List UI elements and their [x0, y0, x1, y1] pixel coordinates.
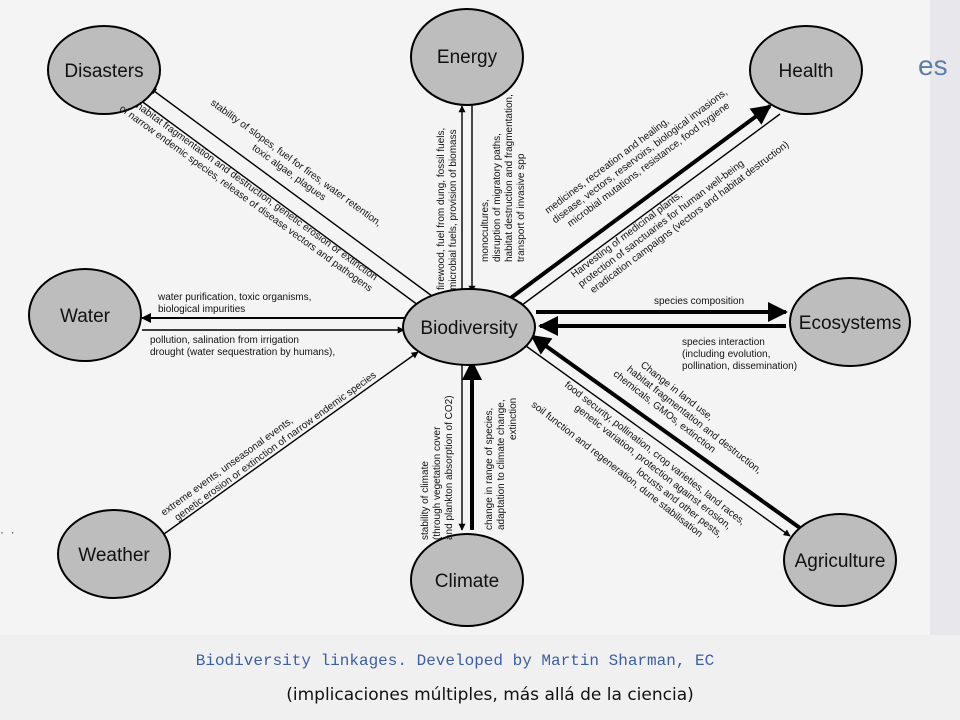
edge-label-ecosystems-out: species composition — [654, 296, 744, 307]
edge-label-line: transport of invasive spp — [516, 153, 527, 262]
edge-label-line: stability of slopes, fuel for fires, wat… — [208, 98, 383, 229]
edge-biodiversity-to-agriculture — [525, 345, 791, 537]
edge-health-to-biodiversity — [517, 113, 781, 309]
node-water — [28, 268, 142, 362]
edge-label-weather: extreme events, unseasonal events, genet… — [159, 370, 379, 524]
figure-subcaption: (implicaciones múltiples, más allá de la… — [286, 685, 694, 705]
edge-weather-to-biodiversity — [163, 351, 419, 535]
edge-label-climate-out: stability of climate (through vegetation… — [420, 395, 455, 540]
node-ecosystems — [789, 277, 911, 367]
node-health — [749, 25, 863, 115]
node-label-agriculture: Agriculture — [795, 551, 886, 572]
edge-label-line: change in range of species, — [484, 408, 495, 530]
edge-label-line: pollination, dissemination) — [682, 361, 797, 372]
edge-label-line: biological impurities — [158, 304, 245, 315]
node-label-climate: Climate — [435, 571, 499, 592]
edge-label-line: disruption of migratory paths, — [492, 133, 503, 262]
edges — [139, 87, 802, 537]
edge-label-energy-in: monocultures, disruption of migratory pa… — [480, 94, 527, 262]
edge-biodiversity-to-health — [506, 104, 772, 302]
node-label-water: Water — [60, 306, 111, 327]
edge-label-line: firewood, fuel from dung, fossil fuels, — [436, 128, 447, 290]
node-label-ecosystems: Ecosystems — [799, 313, 901, 334]
edge-disasters-to-biodiversity — [139, 99, 423, 309]
edge-label-energy-out: firewood, fuel from dung, fossil fuels, … — [436, 128, 459, 290]
biodiversity-linkage-diagram: Disasters Energy Health Water Biodiversi… — [28, 8, 911, 627]
edge-label-line: monocultures, — [480, 199, 491, 262]
edge-label-line: species composition — [654, 296, 744, 307]
edge-label-line: adaptation to climate change, — [496, 399, 507, 530]
node-weather — [57, 509, 171, 599]
node-energy — [410, 8, 524, 106]
side-strip — [930, 0, 960, 635]
tick-marks: · · — [0, 525, 15, 539]
background-title-fragment: es — [918, 50, 948, 81]
figure-caption: Biodiversity linkages. Developed by Mart… — [195, 652, 715, 670]
edge-label-line: pollution, salination from irrigation — [150, 335, 299, 346]
nodes — [28, 8, 911, 627]
node-label-biodiversity: Biodiversity — [420, 318, 518, 339]
edge-label-line: (through vegetation cover — [432, 426, 443, 540]
edge-label-water-out: water purification, toxic organisms, bio… — [157, 292, 311, 315]
edge-agriculture-to-biodiversity — [530, 334, 802, 530]
edge-label-line: genetic erosion or extinction of narrow … — [173, 370, 379, 524]
edge-label-line: extinction — [508, 398, 519, 440]
edge-label-agriculture-out: food security, pollination, crop varieti… — [529, 380, 747, 540]
edge-label-line: and plankton absorption of CO2) — [444, 395, 455, 540]
edge-label-line: species interaction — [682, 337, 765, 348]
edge-label-line: (including evolution, — [682, 349, 770, 360]
edge-label-water-in: pollution, salination from irrigation dr… — [150, 335, 335, 358]
edge-label-line: drought (water sequestration by humans), — [150, 347, 335, 358]
edge-label-line: water purification, toxic organisms, — [157, 292, 311, 303]
node-label-disasters: Disasters — [64, 61, 143, 82]
edge-label-line: stability of climate — [420, 461, 431, 540]
node-label-energy: Energy — [437, 47, 498, 68]
node-biodiversity — [402, 288, 536, 366]
edge-label-line: extreme events, unseasonal events, — [159, 415, 295, 518]
caption-bar — [0, 635, 960, 720]
edge-label-climate-in: change in range of species, adaptation t… — [484, 398, 519, 530]
edge-label-line: microbial fuels, provision of biomass — [448, 129, 459, 290]
node-agriculture — [783, 513, 897, 607]
edge-biodiversity-to-disasters — [149, 87, 433, 297]
node-label-weather: Weather — [78, 545, 150, 566]
node-climate — [410, 533, 524, 627]
node-label-health: Health — [779, 61, 834, 82]
edge-label-health-out: medicines, recreation and healing, disea… — [543, 87, 732, 229]
node-disasters — [47, 25, 161, 115]
edge-label-ecosystems-in: species interaction (including evolution… — [682, 337, 797, 372]
edge-label-line: habitat destruction and fragmentation, — [504, 94, 515, 262]
